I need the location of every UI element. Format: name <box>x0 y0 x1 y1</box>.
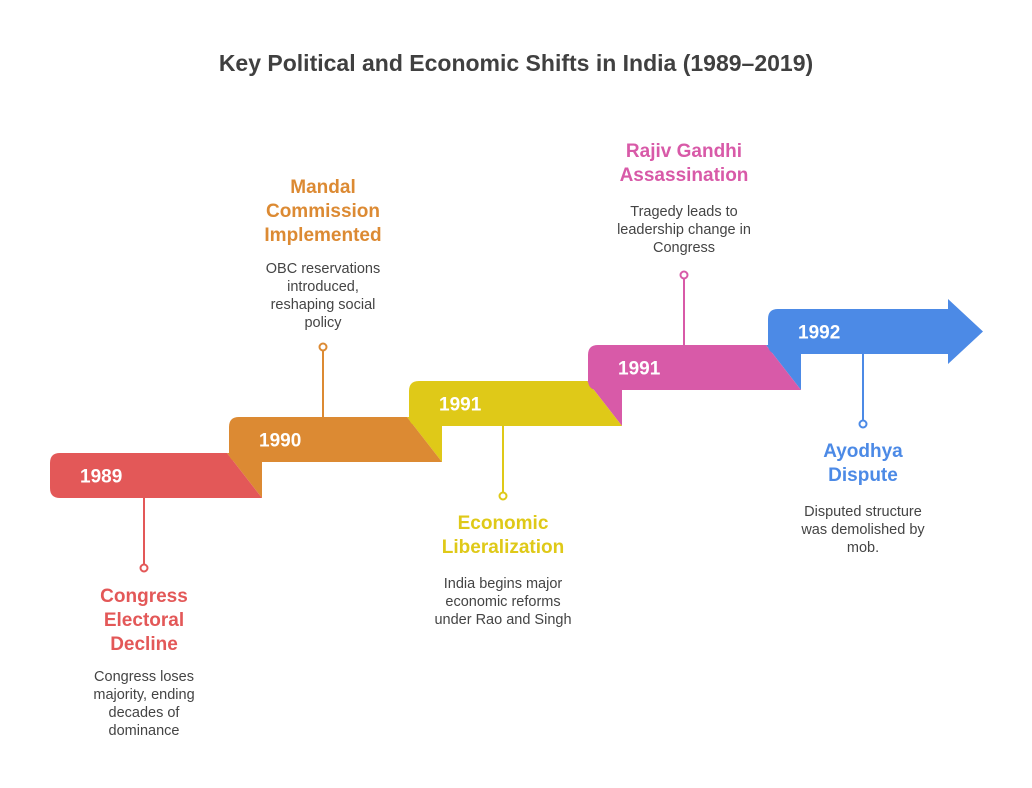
connector-dot-3 <box>679 270 689 280</box>
timeline-band-3 <box>588 345 801 390</box>
connector-dot-4 <box>858 419 868 429</box>
year-label-2: 1991 <box>439 395 482 416</box>
connector-dot-0 <box>139 563 149 573</box>
timeline-band-2 <box>409 381 622 426</box>
timeline-band-4 <box>768 299 983 364</box>
connector-dot-1 <box>318 342 328 352</box>
timeline-band-0 <box>50 453 262 498</box>
year-label-0: 1989 <box>80 467 122 488</box>
connector-dot-2 <box>498 491 508 501</box>
timeline-band-1 <box>229 417 442 462</box>
year-label-1: 1990 <box>259 431 301 452</box>
year-label-4: 1992 <box>798 323 840 344</box>
diagram-title: Key Political and Economic Shifts in Ind… <box>218 50 814 76</box>
year-label-3: 1991 <box>618 359 661 380</box>
